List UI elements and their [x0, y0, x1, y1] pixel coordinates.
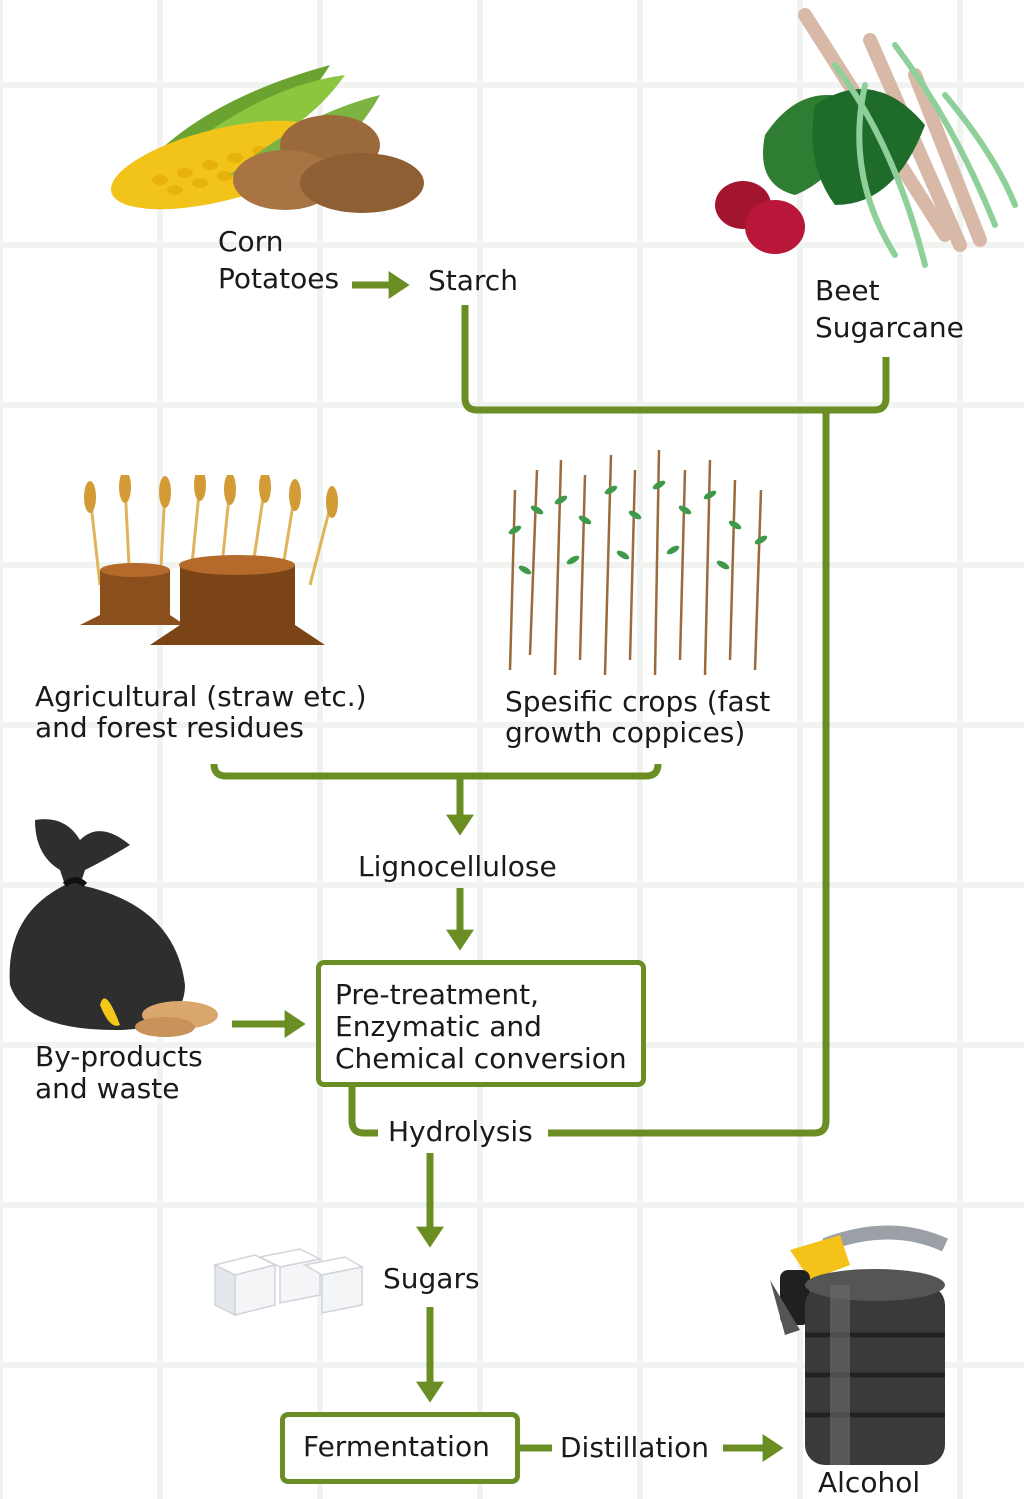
coppice-trees-icon — [485, 430, 795, 680]
fermentation-box: Fermentation — [280, 1412, 520, 1484]
sugar-cubes-icon — [210, 1245, 365, 1325]
corn-potatoes-icon — [100, 55, 430, 215]
label-coppices: growth coppices) — [505, 717, 745, 749]
label-alcohol: Alcohol — [818, 1467, 920, 1499]
fuel-barrel-icon — [770, 1225, 955, 1470]
connector-process-to-hydrolysis — [352, 1087, 378, 1133]
label-sugarcane: Sugarcane — [815, 312, 964, 344]
straw-stumps-icon — [70, 475, 355, 655]
label-pre-treatment: Pre-treatment, — [335, 979, 641, 1011]
label-agricultural-residues: Agricultural (straw etc.) — [35, 681, 367, 713]
label-fermentation: Fermentation — [303, 1431, 515, 1463]
label-potatoes: Potatoes — [218, 263, 339, 295]
process-box: Pre-treatment, Enzymatic and Chemical co… — [316, 960, 646, 1087]
label-distillation: Distillation — [560, 1432, 709, 1464]
connector-residues-coppices — [214, 764, 658, 776]
waste-bag-icon — [5, 815, 225, 1040]
label-waste: and waste — [35, 1073, 179, 1105]
label-by-products: By-products — [35, 1041, 203, 1073]
label-lignocellulose: Lignocellulose — [358, 851, 557, 883]
label-starch: Starch — [428, 265, 518, 297]
label-forest-residues: and forest residues — [35, 712, 304, 744]
label-chemical-conversion: Chemical conversion — [335, 1043, 641, 1075]
label-enzymatic: Enzymatic and — [335, 1011, 641, 1043]
label-hydrolysis: Hydrolysis — [388, 1116, 533, 1148]
beet-sugarcane-icon — [695, 5, 1020, 305]
label-corn: Corn — [218, 226, 283, 258]
label-sugars: Sugars — [383, 1263, 480, 1295]
label-specific-crops: Spesific crops (fast — [505, 686, 770, 718]
label-beet: Beet — [815, 275, 880, 307]
